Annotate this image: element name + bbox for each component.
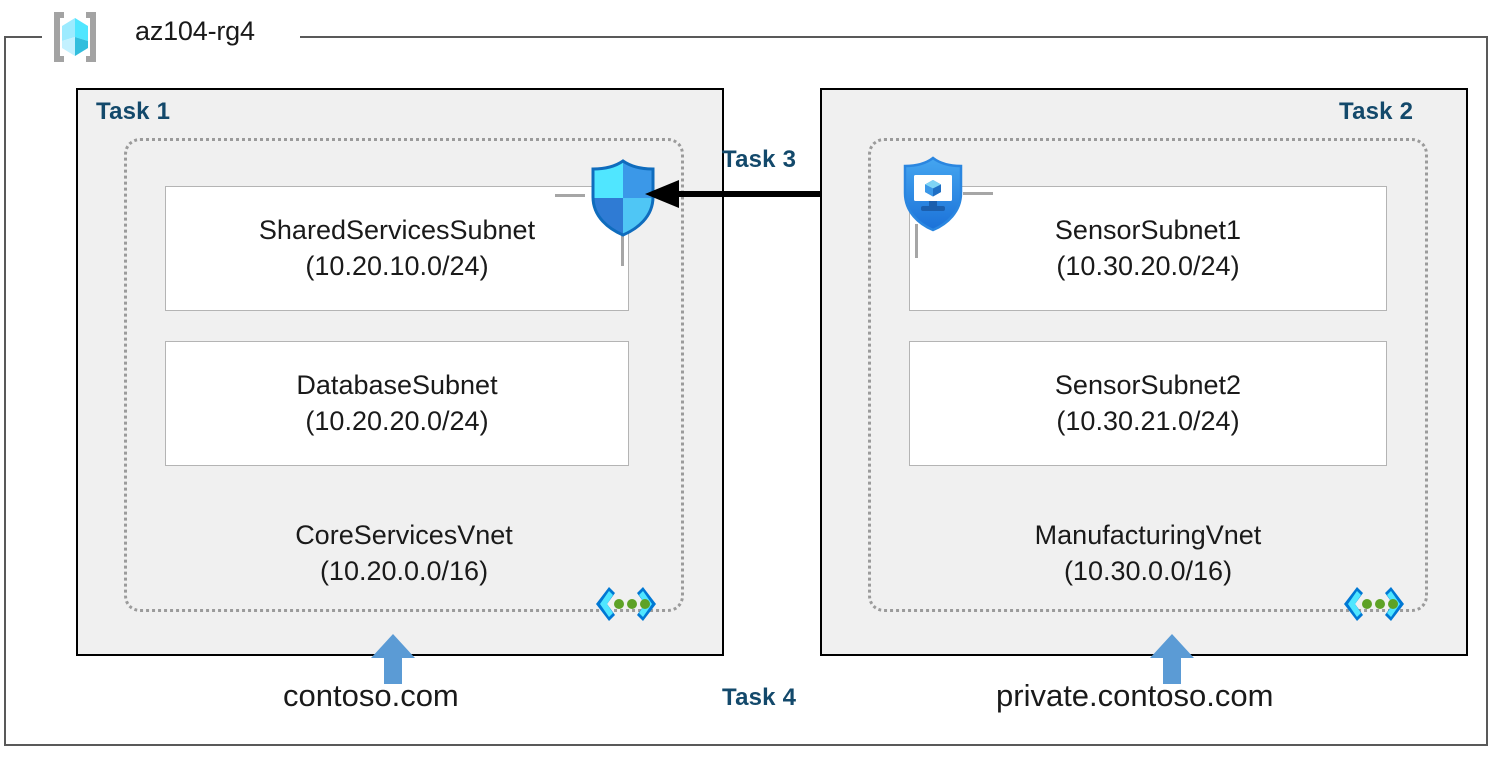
task-3-label: Task 3 xyxy=(722,146,797,173)
bastion-connector-right xyxy=(963,192,993,195)
nsg-connector-left xyxy=(555,194,585,197)
resource-group-border-right xyxy=(1486,36,1488,746)
resource-group-icon xyxy=(44,8,106,66)
resource-group-border-bottom xyxy=(4,744,1488,746)
subnet-name: SensorSubnet2 xyxy=(1054,369,1242,400)
dns-zone-private: private.contoso.com xyxy=(996,678,1274,713)
subnet-sensorsubnet2: SensorSubnet2 (10.30.21.0/24) xyxy=(909,341,1387,466)
subnet-databasesubnet: DatabaseSubnet (10.20.20.0/24) xyxy=(165,341,629,466)
up-arrow-icon xyxy=(1150,634,1194,684)
subnet-sharedservicessubnet: SharedServicesSubnet (10.20.10.0/24) xyxy=(165,186,629,311)
subnet-name: SensorSubnet1 xyxy=(1054,214,1242,245)
subnet-name: SharedServicesSubnet xyxy=(258,214,536,245)
vnet-peering-left-arrow-icon xyxy=(645,178,907,210)
up-arrow-icon xyxy=(371,634,415,684)
resource-group-border-top-left xyxy=(4,36,42,38)
subnet-cidr: (10.30.20.0/24) xyxy=(1056,250,1240,281)
bastion-connector-down xyxy=(915,224,918,258)
vnet-cidr: (10.30.0.0/16) xyxy=(1063,555,1233,586)
task-2-label: Task 2 xyxy=(1339,98,1414,125)
nsg-connector-down xyxy=(621,232,624,266)
bastion-shield-monitor-icon xyxy=(897,155,969,233)
subnet-cidr: (10.20.10.0/24) xyxy=(305,250,489,281)
dns-zone-public: contoso.com xyxy=(283,678,459,713)
resource-group-border-left xyxy=(4,36,6,746)
vnet-caption-manufacturing: ManufacturingVnet (10.30.0.0/16) xyxy=(888,518,1408,590)
vnet-icon xyxy=(592,582,660,626)
vnet-container-coreservices xyxy=(124,138,684,612)
task-4-label: Task 4 xyxy=(722,684,797,711)
subnet-name: DatabaseSubnet xyxy=(296,369,498,400)
network-security-group-shield-icon xyxy=(583,157,663,237)
subnet-cidr: (10.30.21.0/24) xyxy=(1056,405,1240,436)
vnet-container-manufacturing xyxy=(868,138,1428,612)
resource-group-border-top-right xyxy=(300,36,1488,38)
vnet-name: ManufacturingVnet xyxy=(1034,520,1262,550)
task-1-label: Task 1 xyxy=(96,98,171,125)
subnet-sensorsubnet1: SensorSubnet1 (10.30.20.0/24) xyxy=(909,186,1387,311)
vnet-cidr: (10.20.0.0/16) xyxy=(319,555,489,586)
resource-group-name: az104-rg4 xyxy=(135,16,255,46)
vnet-name: CoreServicesVnet xyxy=(295,520,513,550)
subnet-cidr: (10.20.20.0/24) xyxy=(305,405,489,436)
vnet-caption-coreservices: CoreServicesVnet (10.20.0.0/16) xyxy=(144,518,664,590)
vnet-icon xyxy=(1340,582,1408,626)
